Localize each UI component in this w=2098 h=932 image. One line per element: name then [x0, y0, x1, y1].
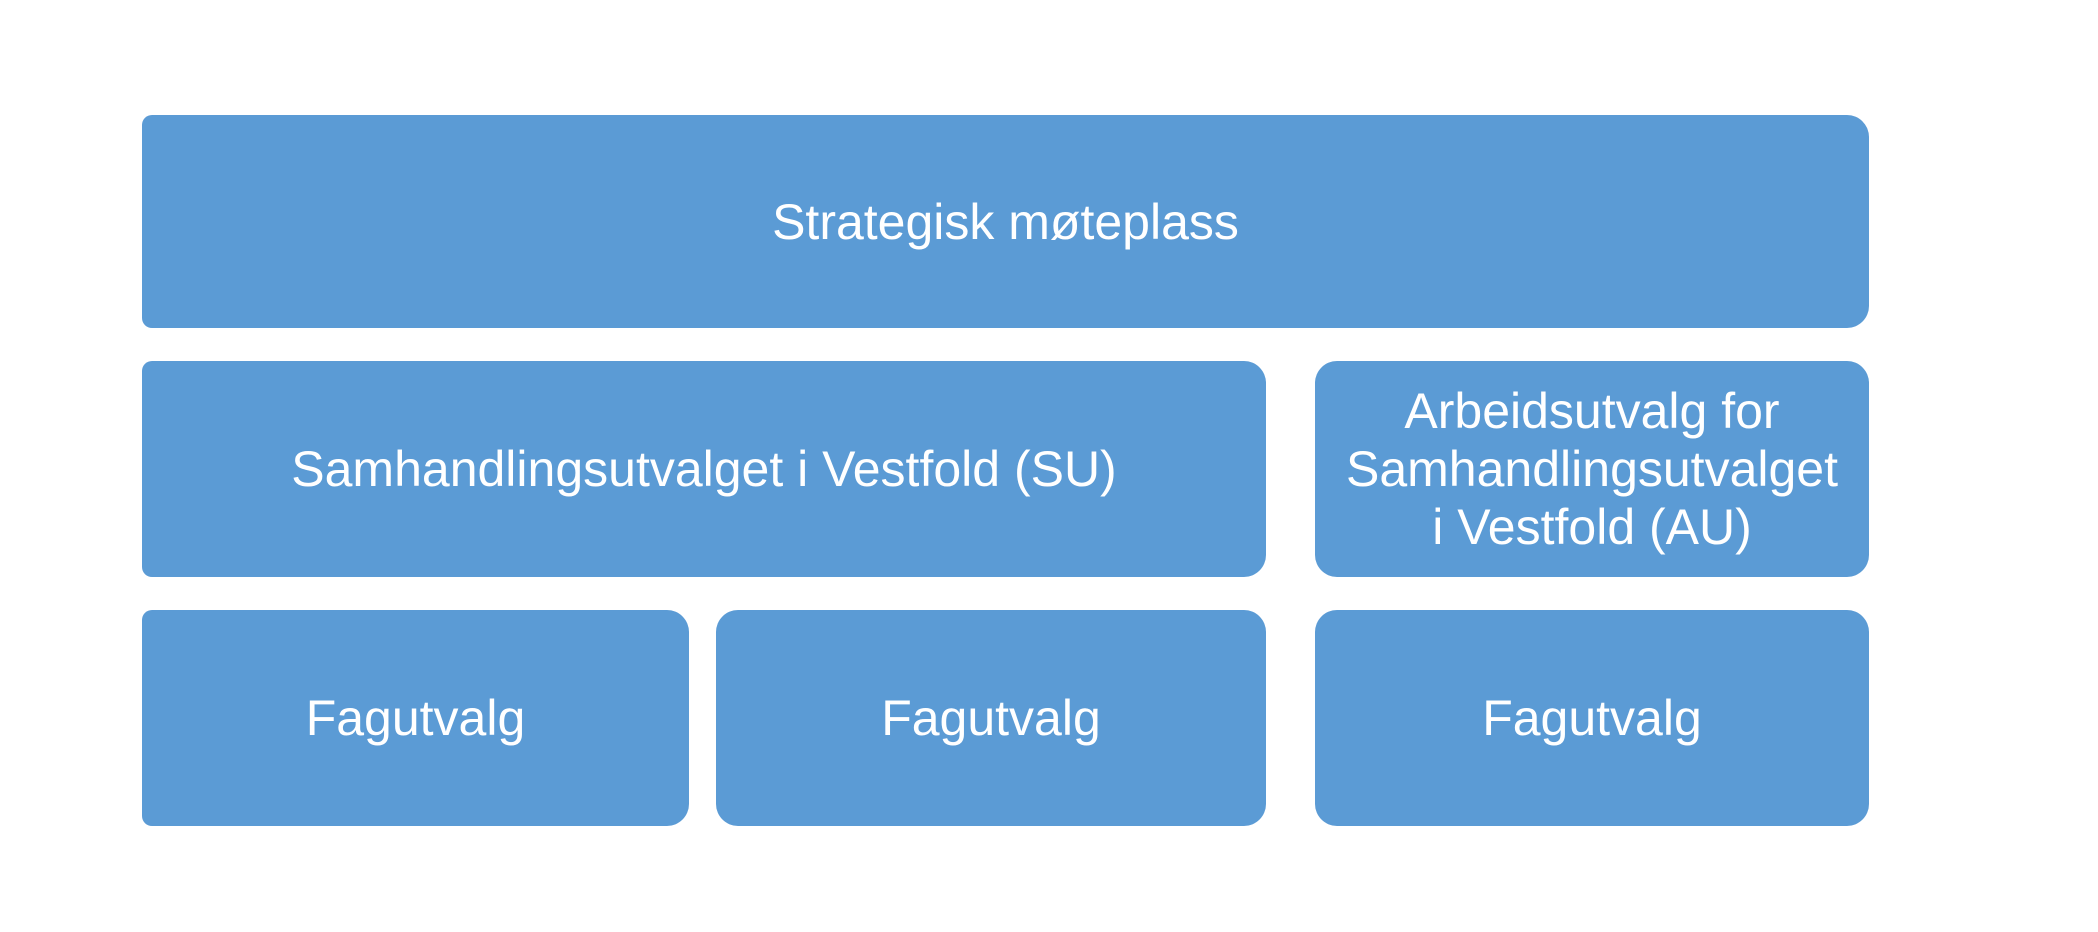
block-label: Fagutvalg — [1482, 690, 1702, 746]
block-fagutvalg-3: Fagutvalg — [1315, 610, 1869, 826]
block-strategisk-moteplass: Strategisk møteplass — [142, 115, 1869, 328]
block-fagutvalg-2: Fagutvalg — [716, 610, 1266, 826]
block-fagutvalg-1: Fagutvalg — [142, 610, 689, 826]
block-label: Fagutvalg — [305, 690, 526, 746]
block-arbeidsutvalg: Arbeidsutvalg for Samhandlingsutvalget i… — [1315, 361, 1869, 577]
block-label: Strategisk møteplass — [772, 193, 1239, 250]
block-label: Fagutvalg — [881, 690, 1101, 746]
block-samhandlingsutvalget: Samhandlingsutvalget i Vestfold (SU) — [142, 361, 1266, 577]
block-label: Samhandlingsutvalget i Vestfold (SU) — [291, 441, 1117, 497]
block-label: Arbeidsutvalg for Samhandlingsutvalget i… — [1346, 383, 1838, 555]
